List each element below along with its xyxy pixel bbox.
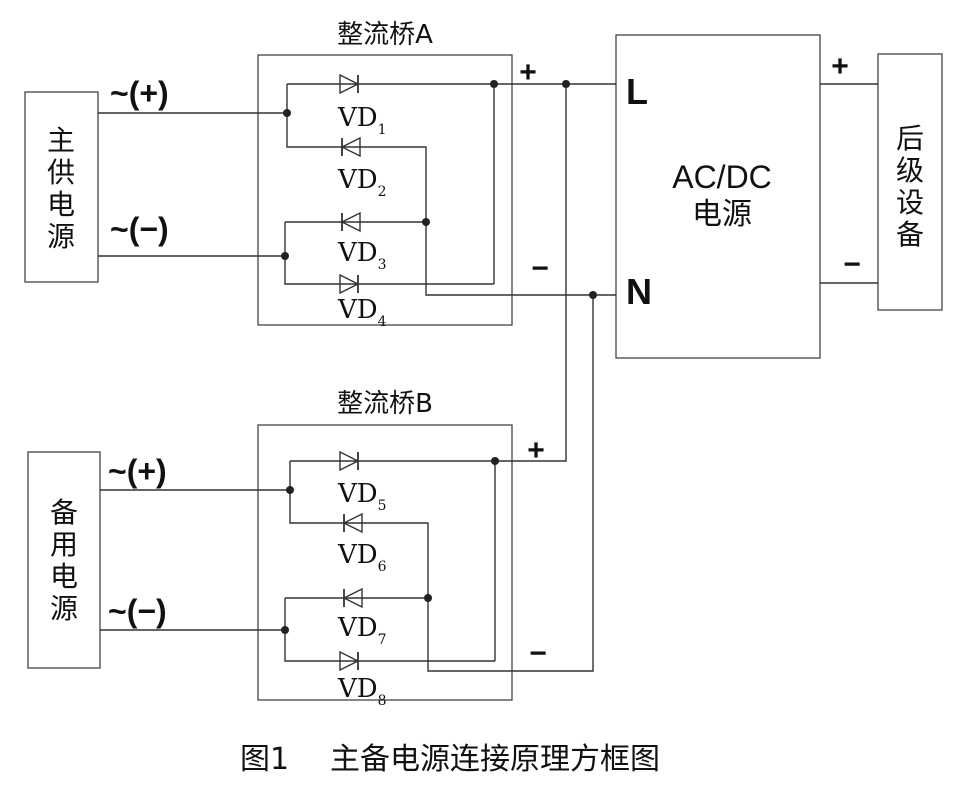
vd7-label: VD7 [337, 613, 387, 648]
diode-vd4 [339, 273, 360, 295]
figure-caption: 主备电源连接原理方框图 [330, 742, 660, 777]
bridge-b-box [257, 424, 513, 701]
bridge-b-node-ac-pos [286, 486, 294, 494]
svg-text:电: 电 [50, 560, 78, 593]
bridge-a-node-ac-pos [283, 109, 291, 117]
vd1-label: VD1 [337, 103, 387, 138]
bridge-b-plus-sign: + [527, 434, 545, 467]
svg-text:源: 源 [50, 592, 78, 625]
svg-text:源: 源 [47, 220, 75, 253]
svg-text:级: 级 [896, 154, 924, 187]
downstream-box [877, 53, 943, 311]
main-ac-pos-label: ~(+) [110, 75, 169, 111]
terminal-l: L [626, 71, 648, 112]
backup-supply-label: 备 用 电 源 [50, 496, 78, 625]
bridge-a-node-plus [490, 80, 498, 88]
acdc-label-line1: AC/DC [672, 159, 772, 195]
diode-labels: VD1 VD2 VD3 VD4 VD5 VD6 VD7 VD8 [337, 103, 387, 709]
diode-vd5 [339, 450, 360, 472]
vd4-label: VD4 [337, 295, 387, 330]
diode-vd7 [342, 587, 363, 609]
bridge-b-node-plus [491, 457, 499, 465]
bridge-a-node-minus [422, 218, 430, 226]
acdc-box [615, 34, 821, 359]
bridge-a-plus-sign: + [519, 56, 537, 89]
svg-text:用: 用 [50, 528, 78, 561]
main-ac-neg-label: ~(−) [110, 211, 169, 247]
vd5-label: VD5 [337, 479, 387, 514]
terminal-n: N [626, 271, 652, 312]
bridge-b-node-ac-neg [281, 626, 289, 634]
svg-text:设: 设 [896, 186, 924, 219]
svg-text:后: 后 [896, 122, 924, 155]
bridge-a-title: 整流桥A [337, 20, 433, 50]
bridge-a-box [257, 54, 513, 326]
main-supply-label: 主 供 电 源 [47, 124, 75, 253]
bridge-b-title: 整流桥B [337, 389, 433, 419]
figure-number: 图1 [240, 742, 289, 777]
diode-vd3 [340, 211, 361, 233]
backup-ac-neg-label: ~(−) [108, 593, 167, 629]
junction-l [562, 80, 570, 88]
main-supply-box [24, 91, 99, 283]
backup-ac-pos-label: ~(+) [108, 453, 167, 489]
bridge-b-wiring [284, 84, 594, 672]
bridge-a-wiring [284, 83, 616, 296]
downstream-label: 后 级 设 备 [896, 122, 924, 251]
vd2-label: VD2 [337, 165, 387, 200]
acdc-label-line2: 电源 [692, 197, 752, 232]
svg-text:电: 电 [47, 188, 75, 221]
diode-vd2 [340, 136, 361, 158]
svg-text:备: 备 [896, 218, 924, 251]
vd3-label: VD3 [337, 238, 387, 273]
backup-supply-box [27, 451, 101, 669]
diode-vd8 [339, 650, 360, 672]
out-minus-sign: − [843, 248, 861, 281]
out-plus-sign: + [831, 50, 849, 83]
svg-text:主: 主 [47, 124, 75, 157]
bridge-b-node-minus [424, 594, 432, 602]
bridge-a-minus-sign: − [531, 252, 549, 285]
vd6-label: VD6 [337, 540, 387, 575]
svg-text:供: 供 [47, 156, 75, 189]
diode-vd6 [342, 512, 363, 534]
diode-vd1 [339, 73, 360, 95]
bridge-b-minus-sign: − [529, 637, 547, 670]
bridge-a-node-ac-neg [281, 252, 289, 260]
vd8-label: VD8 [337, 674, 387, 709]
svg-text:备: 备 [50, 496, 78, 529]
junction-n [589, 291, 597, 299]
